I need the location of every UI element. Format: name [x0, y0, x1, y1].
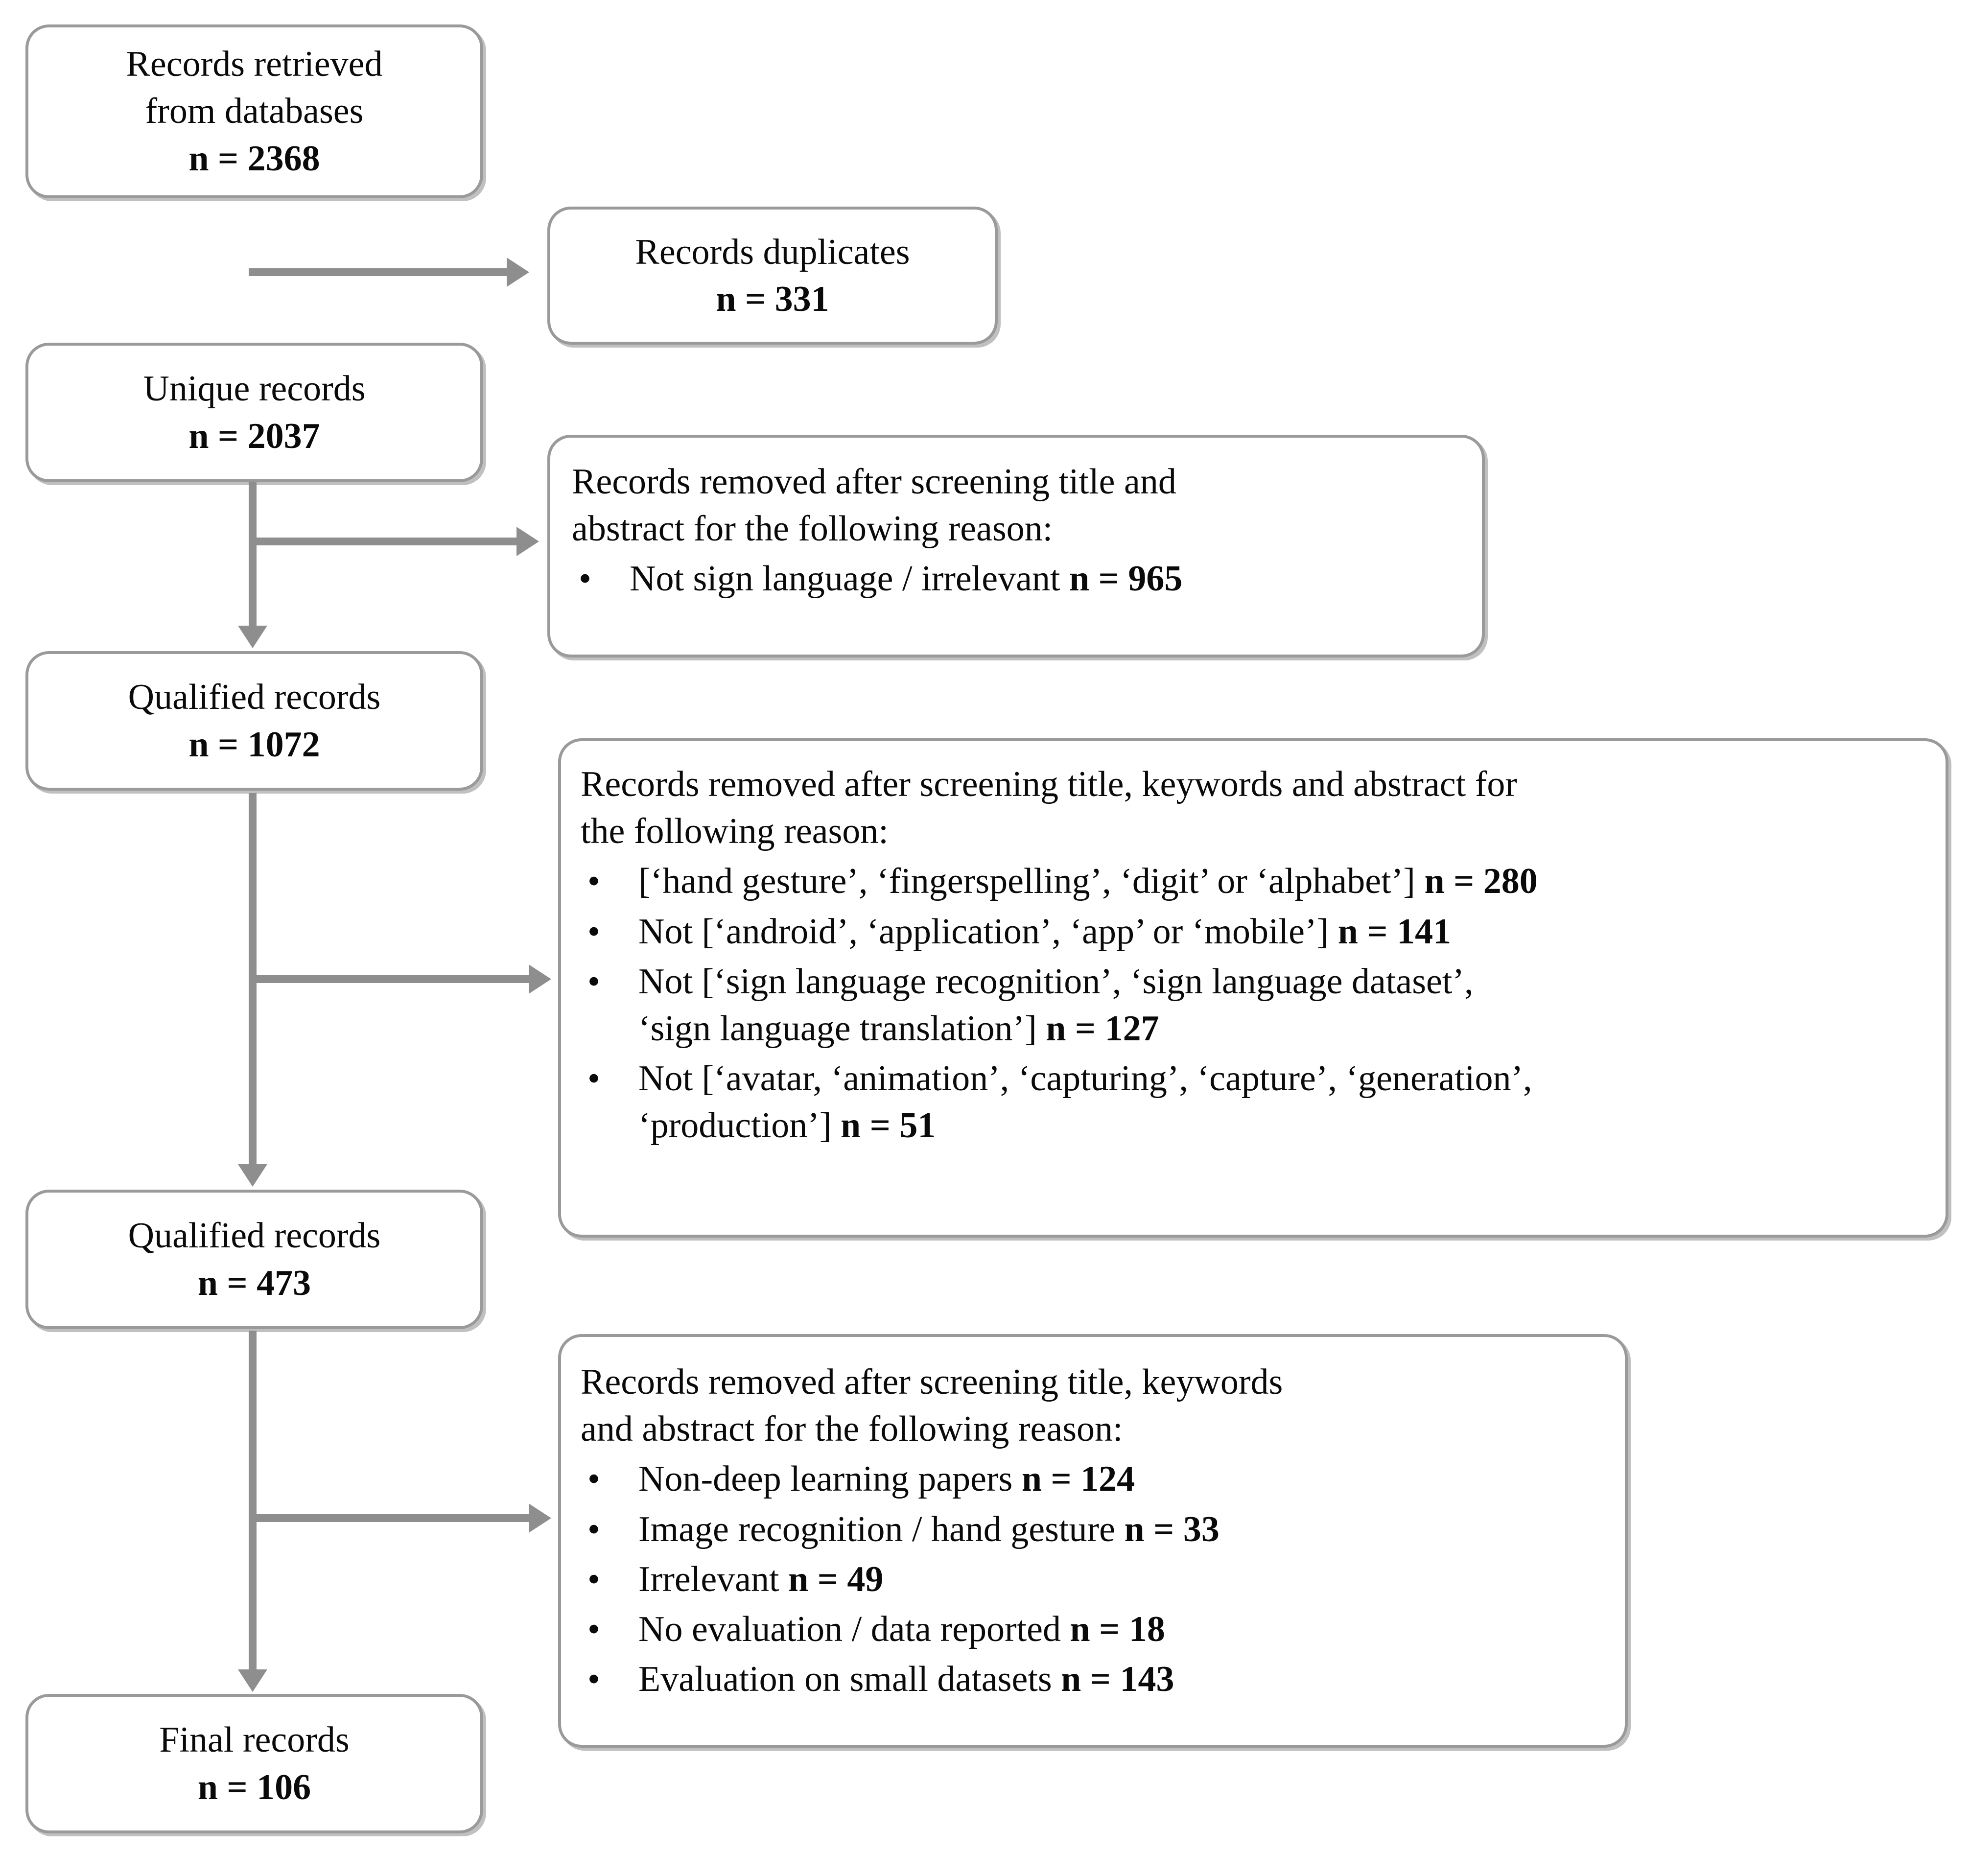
node-final-records[interactable]: Final records n = 106 — [25, 1694, 483, 1833]
bullet-text: Not sign language / irrelevant — [630, 559, 1070, 599]
bullet-dot-icon: • — [587, 911, 600, 952]
node-line-1: Records duplicates — [635, 232, 910, 272]
bullet-dot-icon: • — [587, 1509, 600, 1549]
reason-head-line-1: Records removed after screening title an… — [572, 462, 1176, 502]
node-count: n = 473 — [197, 1263, 311, 1303]
reason-head-line-1: Records removed after screening title, k… — [581, 1362, 1283, 1402]
bullet-count: n = 124 — [1021, 1459, 1135, 1500]
bullet-text: Image recognition / hand gesture — [638, 1509, 1125, 1549]
node-count: n = 331 — [716, 279, 829, 319]
node-line-1: Final records — [159, 1720, 350, 1760]
list-item: • Evaluation on small datasets n = 143 — [581, 1656, 1605, 1703]
node-count: n = 2037 — [188, 416, 320, 456]
bullet-count: n = 33 — [1124, 1509, 1220, 1549]
node-qualified-records-473[interactable]: Qualified records n = 473 — [25, 1190, 483, 1329]
bullet-count: n = 127 — [1046, 1008, 1159, 1049]
bullet-text: Not [‘android’, ‘application’, ‘app’ or … — [638, 911, 1338, 952]
node-line-1: Records retrieved — [126, 44, 383, 85]
reason-head-line-2: abstract for the following reason: — [572, 509, 1053, 549]
bullet-dot-icon: • — [587, 1459, 600, 1500]
list-item: • Not [‘sign language recognition’, ‘sign… — [581, 958, 1926, 1052]
arrow-down-to-qualified-1072 — [238, 626, 267, 648]
connector-trunk-4 — [249, 1331, 257, 1681]
node-unique-records[interactable]: Unique records n = 2037 — [25, 343, 483, 482]
node-line-2: from databases — [145, 91, 364, 132]
node-removed-title-keywords-abstract-1[interactable]: Records removed after screening title, k… — [558, 738, 1948, 1238]
bullet-text: Irrelevant — [638, 1559, 789, 1599]
list-item: • [‘hand gesture’, ‘fingerspelling’, ‘dig… — [581, 858, 1926, 905]
bullet-dot-icon: • — [587, 961, 600, 1002]
list-item: • Non-deep learning papers n = 124 — [581, 1455, 1605, 1502]
node-qualified-records-1072[interactable]: Qualified records n = 1072 — [25, 651, 483, 791]
list-item: • Not sign language / irrelevant n = 965 — [572, 555, 1460, 602]
bullet-count: n = 18 — [1070, 1609, 1165, 1649]
node-removed-title-abstract[interactable]: Records removed after screening title an… — [547, 435, 1485, 657]
node-records-duplicates[interactable]: Records duplicates n = 331 — [547, 207, 998, 345]
arrow-right-to-reasons-3 — [529, 1503, 551, 1533]
bullet-text-cont: ‘production’] — [638, 1105, 841, 1146]
connector-branch-screening-1 — [249, 538, 520, 545]
bullet-text: Not [‘avatar, ‘animation’, ‘capturing’, … — [638, 1058, 1532, 1099]
bullet-count: n = 143 — [1061, 1659, 1174, 1700]
connector-branch-screening-2 — [249, 975, 533, 983]
reason-bullet-list: • [‘hand gesture’, ‘fingerspelling’, ‘dig… — [581, 858, 1926, 1149]
node-removed-title-keywords-abstract-2[interactable]: Records removed after screening title, k… — [558, 1334, 1628, 1748]
bullet-text: [‘hand gesture’, ‘fingerspelling’, ‘digi… — [638, 861, 1425, 902]
connector-branch-screening-3 — [249, 1514, 533, 1522]
bullet-dot-icon: • — [587, 1609, 600, 1649]
bullet-count: n = 280 — [1424, 861, 1538, 902]
connector-branch-duplicates — [249, 268, 511, 276]
node-line-1: Qualified records — [128, 1216, 381, 1256]
node-records-retrieved[interactable]: Records retrieved from databases n = 236… — [25, 24, 483, 198]
arrow-down-to-qualified-473 — [238, 1164, 267, 1187]
node-line-1: Qualified records — [128, 677, 381, 718]
arrow-right-to-reasons-1 — [516, 527, 539, 556]
bullet-text: Evaluation on small datasets — [638, 1659, 1061, 1700]
bullet-text: Not [‘sign language recognition’, ‘sign … — [638, 961, 1474, 1002]
bullet-dot-icon: • — [587, 1058, 600, 1099]
arrow-down-to-final-records — [238, 1669, 267, 1692]
bullet-text-cont: ‘sign language translation’] — [638, 1008, 1046, 1049]
reason-bullet-list: • Non-deep learning papers n = 124 • Image… — [581, 1455, 1605, 1703]
reason-bullet-list: • Not sign language / irrelevant n = 965 — [572, 555, 1460, 602]
bullet-count: n = 49 — [788, 1559, 884, 1599]
list-item: • Irrelevant n = 49 — [581, 1556, 1605, 1603]
list-item: • No evaluation / data reported n = 18 — [581, 1606, 1605, 1653]
node-count: n = 1072 — [188, 724, 320, 765]
bullet-dot-icon: • — [587, 1559, 600, 1599]
bullet-text: Non-deep learning papers — [638, 1459, 1022, 1500]
node-count: n = 2368 — [188, 138, 320, 179]
bullet-count: n = 965 — [1069, 559, 1183, 599]
bullet-count: n = 51 — [841, 1105, 936, 1146]
reason-head-line-2: and abstract for the following reason: — [581, 1409, 1123, 1450]
arrow-right-to-reasons-2 — [529, 964, 551, 994]
bullet-count: n = 141 — [1337, 911, 1452, 952]
list-item: • Not [‘android’, ‘application’, ‘app’ or… — [581, 908, 1926, 955]
node-line-1: Unique records — [143, 369, 366, 409]
list-item: • Image recognition / hand gesture n = 33 — [581, 1506, 1605, 1553]
node-count: n = 106 — [197, 1767, 311, 1807]
reason-head-line-1: Records removed after screening title, k… — [581, 764, 1517, 804]
arrow-right-to-duplicates — [507, 258, 529, 287]
connector-trunk-3 — [249, 793, 257, 1175]
reason-head-line-2: the following reason: — [581, 811, 889, 852]
bullet-dot-icon: • — [587, 861, 600, 902]
bullet-dot-icon: • — [587, 1659, 600, 1700]
list-item: • Not [‘avatar, ‘animation’, ‘capturing’,… — [581, 1055, 1926, 1149]
bullet-dot-icon: • — [579, 559, 591, 599]
bullet-text: No evaluation / data reported — [638, 1609, 1070, 1649]
